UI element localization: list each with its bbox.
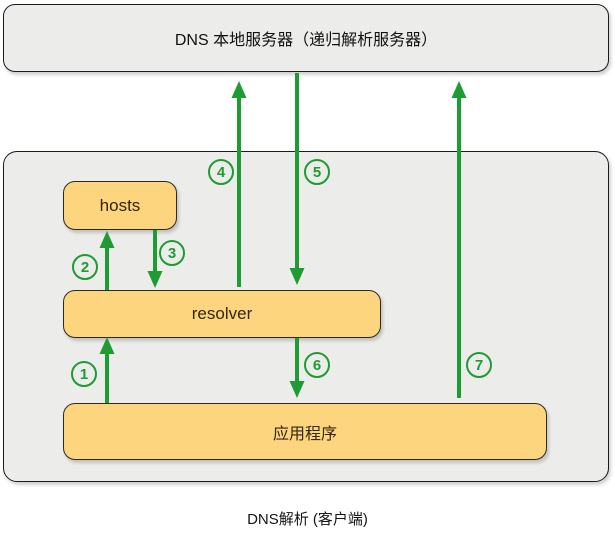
step-badge-4: 4 [208,159,234,185]
step-badge-2: 2 [72,254,98,280]
step-badge-3: 3 [159,240,185,266]
node-application-label: 应用程序 [272,425,337,443]
node-resolver-label: resolver [191,304,253,323]
step-badge-1: 1 [71,361,97,387]
step-badge-7: 7 [466,352,492,378]
step-badge-6: 6 [304,352,330,378]
step-badge-1-number: 1 [79,365,89,383]
node-hosts-label: hosts [99,195,141,215]
step-badge-5-number: 5 [312,163,322,181]
step-badge-3-number: 3 [167,244,177,262]
step-badge-2-number: 2 [80,258,90,276]
node-application: 应用程序 [63,403,547,460]
node-hosts: hosts [63,181,177,230]
node-resolver: resolver [63,290,381,338]
step-badge-7-number: 7 [474,356,484,374]
step-badge-5: 5 [304,159,330,185]
step-badge-4-number: 4 [216,163,226,181]
node-dns-local-server-label: DNS 本地服务器（递归解析服务器） [174,32,438,49]
step-badge-6-number: 6 [312,356,322,374]
node-dns-local-server: DNS 本地服务器（递归解析服务器） [3,4,609,72]
diagram-caption: DNS解析 (客户端) [247,511,368,528]
